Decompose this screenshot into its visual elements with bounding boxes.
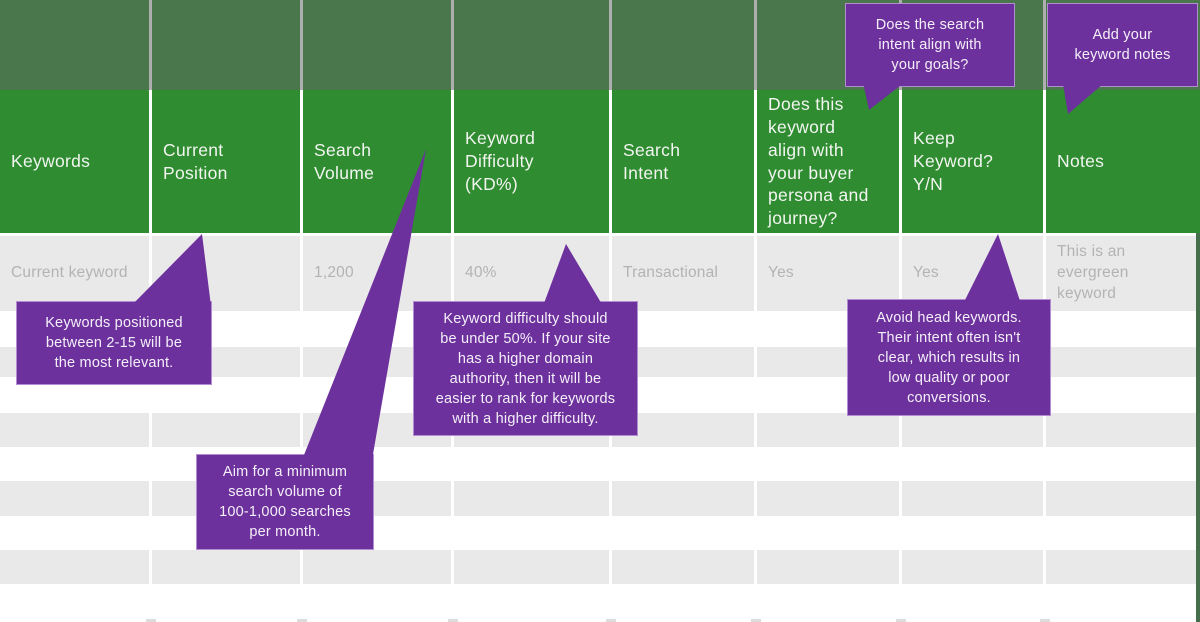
empty-row	[0, 550, 1200, 584]
divider	[146, 619, 156, 622]
cell-value: Yes	[913, 264, 939, 282]
sheet-edge	[1196, 233, 1200, 622]
header-label: Search Intent	[623, 139, 681, 183]
cell-value: 40%	[465, 264, 497, 282]
cell-value: Yes	[768, 264, 794, 282]
callout-keep-keyword: Avoid head keywords. Their intent often …	[847, 299, 1051, 416]
callout-search-intent: Does the search intent align with your g…	[845, 3, 1015, 87]
empty-cell[interactable]	[902, 550, 1043, 584]
callout-text: Aim for a minimum search volume of 100-1…	[219, 464, 351, 540]
header-label: Keep Keyword? Y/N	[913, 128, 994, 194]
empty-cell[interactable]	[902, 413, 1043, 447]
empty-cell[interactable]	[1046, 481, 1200, 516]
callout-text: Keyword difficulty should be under 50%. …	[435, 310, 616, 427]
callout-search-volume: Aim for a minimum search volume of 100-1…	[196, 454, 374, 550]
empty-cell[interactable]	[0, 481, 149, 516]
header-label: Keywords	[11, 151, 91, 172]
empty-cell[interactable]	[303, 550, 451, 584]
divider	[297, 619, 307, 622]
cell-value: 1,200	[314, 264, 354, 282]
empty-cell[interactable]	[612, 550, 754, 584]
callout-current-position: Keywords positioned between 2-15 will be…	[16, 301, 212, 385]
callout-text: Add your keyword notes	[1074, 27, 1171, 63]
header-label: Keyword Difficulty (KD%)	[465, 128, 536, 194]
empty-row	[0, 481, 1200, 516]
empty-cell[interactable]	[0, 550, 149, 584]
empty-cell[interactable]	[152, 550, 300, 584]
dim-overlay	[0, 0, 1200, 90]
empty-cell[interactable]	[454, 481, 609, 516]
callout-keyword-difficulty: Keyword difficulty should be under 50%. …	[413, 301, 638, 436]
cell-current-position[interactable]	[152, 236, 300, 311]
callout-text: Avoid head keywords. Their intent often …	[876, 309, 1022, 406]
divider	[448, 619, 458, 622]
empty-cell[interactable]	[1046, 347, 1200, 377]
divider	[751, 619, 761, 622]
empty-cell[interactable]	[1046, 413, 1200, 447]
cell-value: Current keyword	[11, 264, 128, 282]
divider	[1040, 619, 1050, 622]
empty-cell[interactable]	[1046, 550, 1200, 584]
divider	[606, 619, 616, 622]
empty-cell[interactable]	[902, 481, 1043, 516]
header-label: Notes	[1057, 151, 1105, 172]
callout-notes: Add your keyword notes	[1047, 3, 1198, 87]
empty-cell[interactable]	[612, 481, 754, 516]
empty-cell[interactable]	[757, 481, 899, 516]
cell-keywords[interactable]: Current keyword	[0, 236, 149, 311]
empty-cell[interactable]	[757, 413, 899, 447]
cell-search-volume[interactable]: 1,200	[303, 236, 451, 311]
empty-cell[interactable]	[152, 413, 300, 447]
cell-value: This is an evergreen keyword	[1057, 243, 1129, 302]
header-label: Search Volume	[314, 139, 375, 183]
cell-notes[interactable]: This is an evergreen keyword	[1046, 236, 1200, 311]
cell-search-intent[interactable]: Transactional	[612, 236, 754, 311]
cell-keyword-difficulty[interactable]: 40%	[454, 236, 609, 311]
callout-text: Does the search intent align with your g…	[875, 17, 985, 73]
cell-buyer-persona[interactable]: Yes	[757, 236, 899, 311]
cell-value: Transactional	[623, 264, 719, 282]
empty-cell[interactable]	[0, 413, 149, 447]
callout-text: Keywords positioned between 2-15 will be…	[45, 315, 183, 371]
empty-cell[interactable]	[454, 550, 609, 584]
divider	[896, 619, 906, 622]
empty-cell[interactable]	[757, 550, 899, 584]
header-label: Does this keyword align with your buyer …	[768, 94, 869, 228]
header-label: Current Position	[163, 139, 228, 183]
